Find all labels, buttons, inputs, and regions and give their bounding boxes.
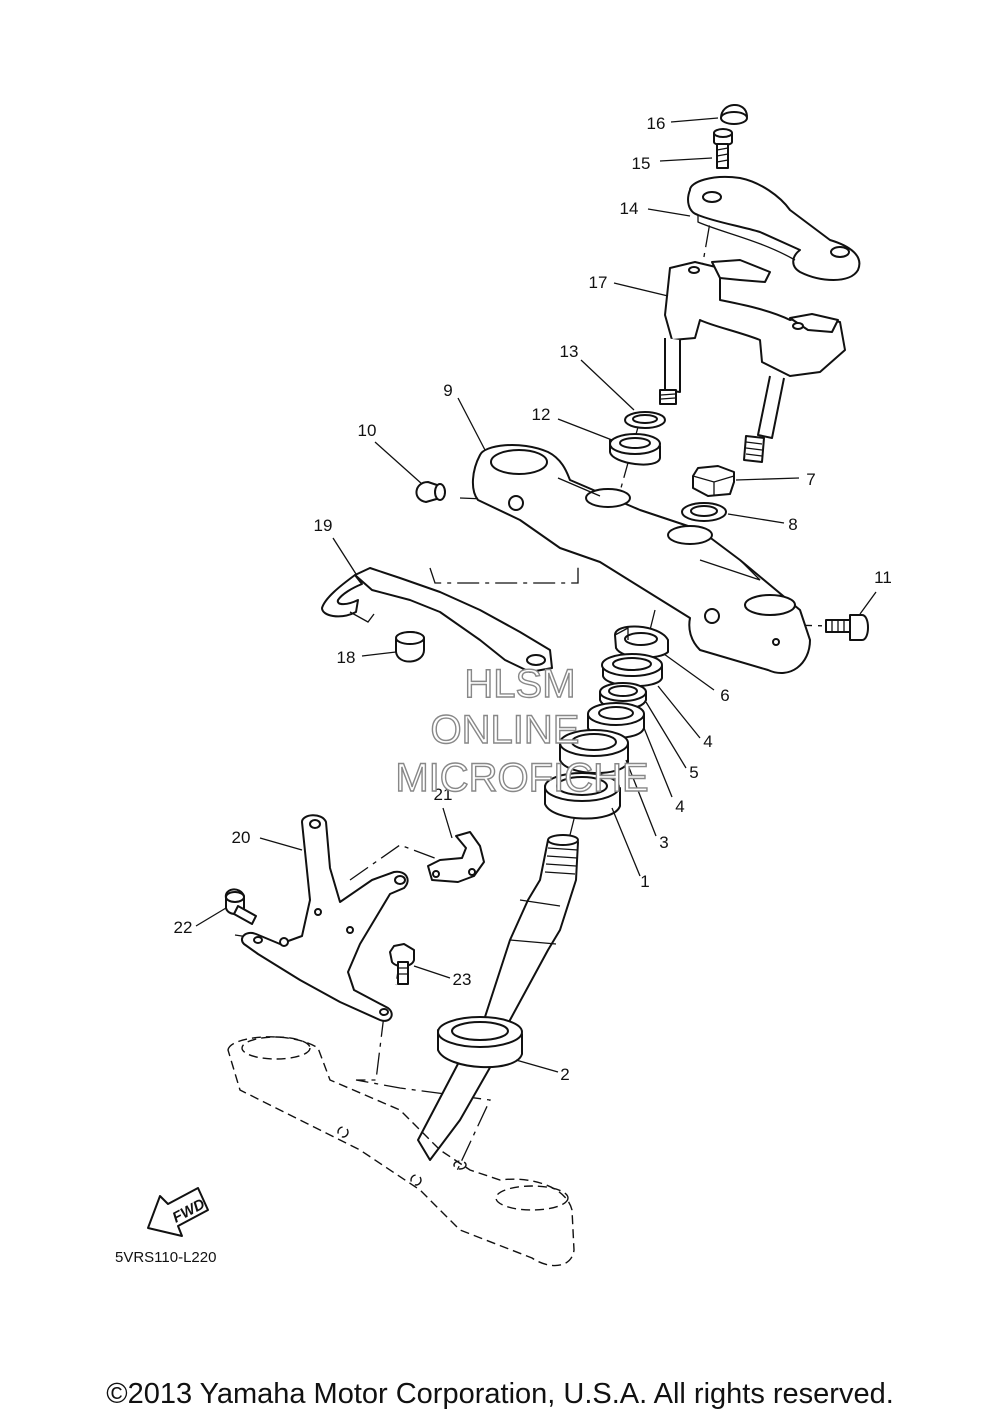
- part-label-17: 17: [589, 273, 608, 292]
- part-label-6: 6: [720, 686, 729, 705]
- part-13-washer: [624, 411, 666, 429]
- part-label-1: 1: [640, 872, 649, 891]
- part-label-11: 11: [874, 568, 892, 587]
- part-label-4: 4: [675, 797, 684, 816]
- part-label-2: 2: [560, 1065, 569, 1084]
- watermark-line1: HLSM: [464, 662, 575, 706]
- leader-lines: [195, 117, 877, 1073]
- part-10-cap: [415, 481, 446, 503]
- part-label-8: 8: [788, 515, 797, 534]
- lower-bracket-ghost: [227, 1036, 575, 1267]
- part-3-seal: [559, 729, 629, 774]
- watermark-line3: MICROFICHE: [395, 756, 648, 800]
- part-label-4: 4: [703, 732, 712, 751]
- part-label-16: 16: [647, 114, 666, 133]
- part-12-bushing: [609, 433, 661, 466]
- part-6-lockwasher: [614, 625, 669, 659]
- part-18-nut: [395, 631, 425, 663]
- part-22-bolt: [224, 888, 257, 925]
- part-label-21: 21: [434, 785, 453, 804]
- part-15-bolt: [713, 128, 733, 169]
- part-label-3: 3: [659, 833, 668, 852]
- copyright-notice: ©2013 Yamaha Motor Corporation, U.S.A. A…: [106, 1378, 894, 1410]
- part-label-9: 9: [443, 381, 452, 400]
- part-20-bracket: [240, 814, 409, 1022]
- part-label-5: 5: [689, 763, 698, 782]
- part-label-22: 22: [174, 918, 193, 937]
- part-14-clamp: [687, 176, 861, 281]
- part-1-bearing: [544, 772, 621, 820]
- part-label-20: 20: [232, 828, 251, 847]
- part-17-holder: [659, 259, 846, 463]
- drawing-code: 5VRS110-L220: [115, 1249, 216, 1266]
- part-23-bolt: [389, 943, 415, 985]
- part-21-clip: [427, 831, 485, 883]
- part-4-ringnut-upper: [601, 653, 663, 688]
- part-2-bearing: [437, 1016, 523, 1069]
- part-label-7: 7: [806, 470, 815, 489]
- part-label-10: 10: [358, 421, 377, 440]
- part-label-23: 23: [453, 970, 472, 989]
- part-11-bolt: [825, 614, 869, 641]
- part-label-19: 19: [314, 516, 333, 535]
- part-7-nut: [692, 465, 735, 497]
- part-label-14: 14: [620, 199, 639, 218]
- part-label-13: 13: [560, 342, 579, 361]
- fwd-arrow-icon: FWD: [147, 1187, 209, 1237]
- part-label-15: 15: [632, 154, 651, 173]
- part-label-12: 12: [532, 405, 551, 424]
- part-16-cap: [720, 104, 748, 125]
- part-19-guide: [321, 567, 553, 673]
- steering-stem: [417, 834, 579, 1161]
- part-9-upper-bracket: [472, 444, 811, 675]
- watermark-line2: ONLINE: [431, 708, 580, 752]
- part-label-18: 18: [337, 648, 356, 667]
- part-8-washer: [681, 502, 727, 522]
